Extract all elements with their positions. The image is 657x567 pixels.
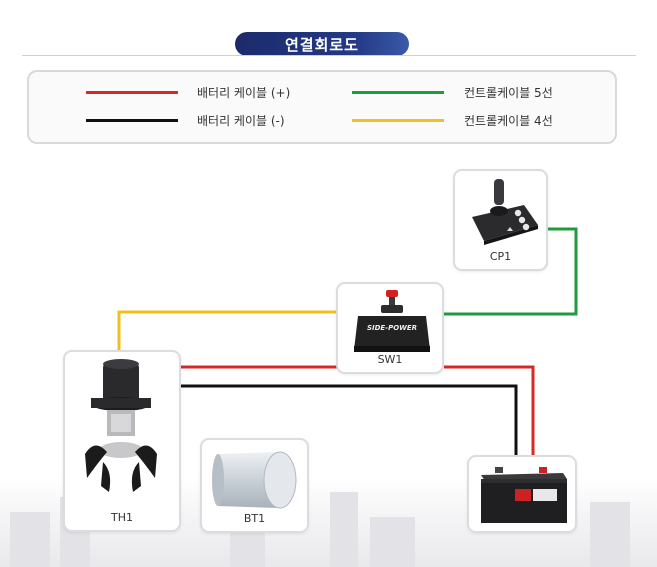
component-cp1: CP1 [453,169,548,271]
battery-icon [481,467,567,523]
component-bt1: BT1 [200,438,309,533]
wire-battery-positive-2 [444,365,535,456]
bow-thruster-icon [85,359,157,492]
legend-label-battery-positive: 배터리 케이블 (+) [197,86,291,100]
main-switch-box-icon: SIDE-POWER [354,290,430,352]
legend-line-battery-negative [86,119,178,122]
legend-line-control-4 [352,119,444,122]
duct-tube-icon [212,451,297,509]
wire-control-5 [444,227,578,316]
component-th1: TH1 [63,350,181,532]
component-bt1-label: BT1 [243,512,266,525]
component-th1-label: TH1 [111,511,133,524]
svg-text:SIDE-POWER: SIDE-POWER [367,324,417,332]
wire-control-4 [117,310,338,352]
component-sw1: SIDE-POWER SW1 [336,282,444,374]
component-cp1-label: CP1 [489,250,512,263]
legend-label-control-4: 컨트롤케이블 4선 [464,114,553,128]
component-sw1-label: SW1 [377,353,403,366]
component-battery [467,455,577,533]
legend: 배터리 케이블 (+) 배터리 케이블 (-) 컨트롤케이블 5선 컨트롤케이블… [27,70,617,144]
title-divider [22,55,636,56]
legend-label-control-5: 컨트롤케이블 5선 [464,86,553,100]
joystick-control-panel-icon [472,179,538,245]
page-title: 연결회로도 [235,32,409,56]
legend-line-control-5 [352,91,444,94]
legend-line-battery-positive [86,91,178,94]
wire-battery-negative [180,384,518,456]
legend-label-battery-negative: 배터리 케이블 (-) [197,114,285,128]
